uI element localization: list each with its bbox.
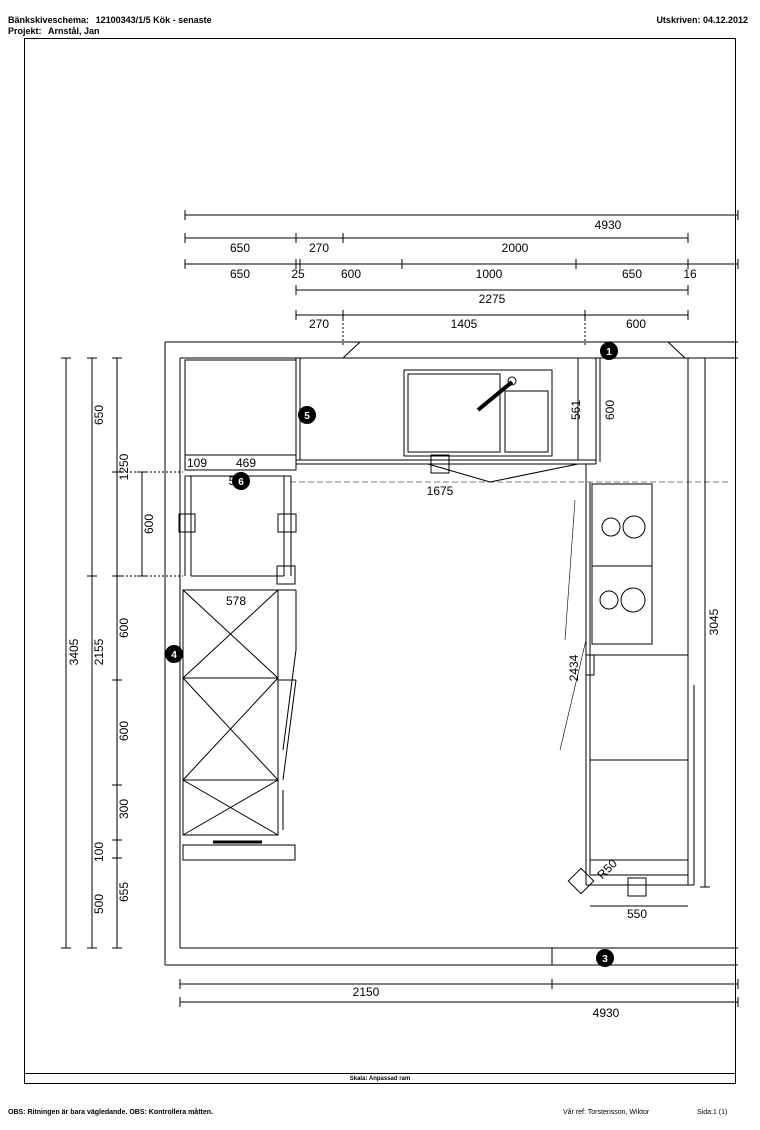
dim-row5-a: 270 <box>309 317 329 331</box>
dim-inner-1675: 1675 <box>427 484 454 498</box>
dim-inner-600: 600 <box>603 400 617 420</box>
dim-bottom-2150: 2150 <box>353 985 380 999</box>
dim-row3-a: 650 <box>230 267 250 281</box>
dim-left-mid: 2155 <box>92 638 106 665</box>
dim-inner-109: 109 <box>187 456 207 470</box>
schema-label: Bänkskiveschema: 12100343/1/5 Kök - sena… <box>8 15 212 26</box>
footer-reference: Vår ref: Torstensson, Wiktor <box>563 1109 650 1116</box>
dimension-labels: 4930 650 270 2000 650 25 600 1000 650 16… <box>67 218 721 1020</box>
dim-left-inner-a: 650 <box>92 405 106 425</box>
top-countertop <box>295 358 597 483</box>
scale-label: Skala: Anpassad ram <box>24 1073 736 1085</box>
dim-left-inner-c: 600 <box>117 618 131 638</box>
dim-row3-f: 16 <box>683 267 697 281</box>
dim-row3-b: 25 <box>291 267 305 281</box>
dim-ticks-bottom <box>179 979 739 1007</box>
dim-inner-578: 578 <box>226 594 246 608</box>
dim-row3-d: 1000 <box>476 267 503 281</box>
dim-inner-3045: 3045 <box>707 608 721 635</box>
printed-date: Utskriven: 04.12.2012 <box>656 15 748 25</box>
dim-inner-561: 561 <box>569 400 583 420</box>
project-value: Arnstål, Jan <box>48 26 100 36</box>
svg-text:5: 5 <box>304 411 310 422</box>
marker-4: 4 <box>165 645 183 663</box>
dim-row4: 2275 <box>479 292 506 306</box>
dim-bottom-total: 4930 <box>593 1006 620 1020</box>
sink <box>403 369 553 457</box>
dim-left-inner-g: 655 <box>117 882 131 902</box>
footer-page: Sida:1 (1) <box>697 1109 728 1116</box>
dim-inner-2434: 2434 <box>567 654 581 681</box>
marker-1: 1 <box>600 342 618 360</box>
dim-left-inner-d: 600 <box>117 721 131 741</box>
dim-row3-e: 650 <box>622 267 642 281</box>
dim-top-total: 4930 <box>595 218 622 232</box>
dim-row3-c: 600 <box>341 267 361 281</box>
dim-left-inner-h: 500 <box>92 894 106 914</box>
project-label: Projekt: Arnstål, Jan <box>8 26 100 37</box>
marker-3: 3 <box>596 949 614 967</box>
dim-inner-469: 469 <box>236 456 256 470</box>
dim-row5-b: 1405 <box>451 317 478 331</box>
walls <box>164 341 738 966</box>
dim-row2-c: 2000 <box>502 241 529 255</box>
dim-left-outer: 3405 <box>67 638 81 665</box>
dim-ticks-top <box>184 210 739 320</box>
dim-left-600: 600 <box>142 514 156 534</box>
svg-text:1: 1 <box>606 347 612 358</box>
cooktop <box>591 483 653 645</box>
svg-text:6: 6 <box>238 477 244 488</box>
dim-left-inner-e: 300 <box>117 799 131 819</box>
dim-row2-b: 270 <box>309 241 329 255</box>
dim-row5-c: 600 <box>626 317 646 331</box>
right-countertop <box>559 357 710 897</box>
schema-value: 12100343/1/5 Kök - senaste <box>95 15 212 25</box>
marker-6: 6 <box>232 472 250 490</box>
dim-row2-a: 650 <box>230 241 250 255</box>
footer-note: OBS: Ritningen är bara vägledande. OBS: … <box>8 1109 213 1116</box>
dim-left-inner-b: 1250 <box>117 453 131 480</box>
svg-text:3: 3 <box>602 954 608 965</box>
svg-text:4: 4 <box>171 650 177 661</box>
position-markers: 1 3 4 5 6 <box>165 342 618 967</box>
dim-inner-550: 550 <box>627 907 647 921</box>
left-tall-cabinets <box>182 589 297 861</box>
marker-5: 5 <box>298 406 316 424</box>
dim-left-inner-f: 100 <box>92 842 106 862</box>
project-label-text: Projekt: <box>8 26 42 36</box>
schema-label-text: Bänkskiveschema: <box>8 15 90 25</box>
drawing-frame <box>24 38 736 1084</box>
